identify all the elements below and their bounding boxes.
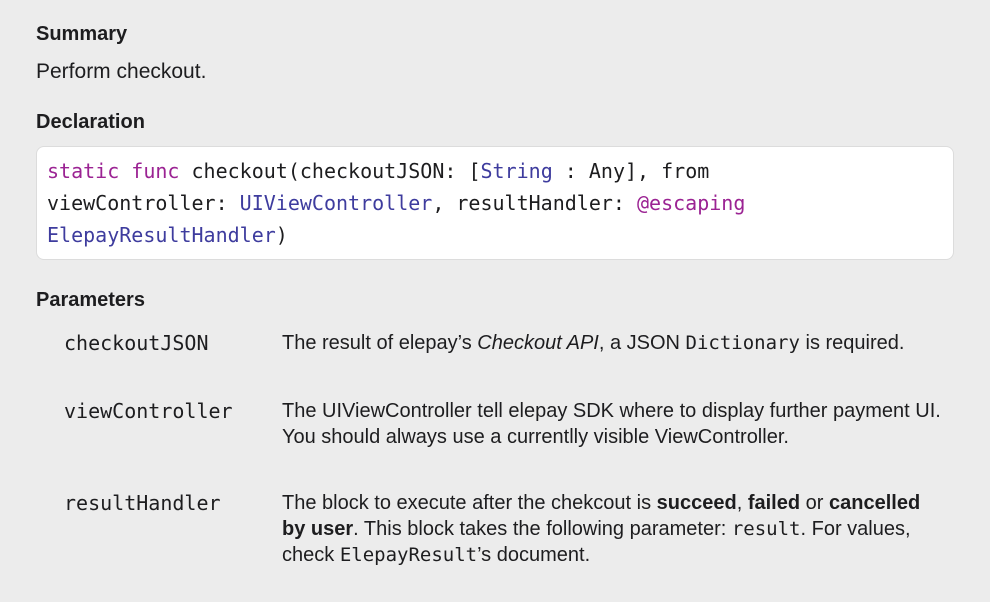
type-uiviewcontroller[interactable]: UIViewController — [239, 191, 433, 215]
param-desc-text: The result of elepay’s — [282, 332, 478, 354]
param-desc-viewcontroller: The UIViewController tell elepay SDK whe… — [282, 400, 941, 448]
param-name-viewcontroller: viewController — [64, 399, 233, 423]
attribute-escaping: @escaping — [637, 191, 746, 215]
param-desc-text: ’s document. — [477, 544, 591, 566]
param-desc-resulthandler: The block to execute after the chekcout … — [282, 490, 942, 568]
summary-heading: Summary — [36, 23, 128, 45]
summary-text: Perform checkout. — [36, 60, 207, 83]
function-signature-start: checkout(checkoutJSON: [ — [191, 159, 481, 183]
declaration-code-block[interactable]: static func checkout(checkoutJSON: [Stri… — [36, 146, 954, 260]
cancelled-by-user-bold: cancelled by user — [282, 492, 921, 540]
param-name-checkoutjson: checkoutJSON — [64, 331, 209, 355]
dictionary-code: Dictionary — [685, 332, 800, 354]
failed-bold: failed — [747, 492, 801, 514]
elepayresult-code: ElepayResult — [339, 544, 478, 566]
succeed-bold: succeed — [656, 492, 737, 514]
param-label-resulthandler: , resultHandler: — [432, 191, 638, 215]
param-desc-text: is required. — [799, 332, 905, 354]
param-name-resulthandler: resultHandler — [64, 491, 221, 515]
declaration-heading: Declaration — [36, 111, 145, 133]
keyword-static: static — [47, 159, 120, 183]
type-elepayresulthandler[interactable]: ElepayResultHandler — [47, 223, 276, 247]
param-desc-text: or — [800, 492, 829, 514]
checkout-api-emphasis: Checkout API — [477, 332, 599, 354]
param-desc-text: . This block takes the following paramet… — [353, 518, 732, 540]
param-desc-text: , a JSON — [598, 332, 686, 354]
param-desc-text: . For values, check — [282, 518, 911, 566]
signature-close: ) — [275, 223, 288, 247]
parameters-heading: Parameters — [36, 289, 145, 311]
param-desc-text: , — [736, 492, 748, 514]
param-label-viewcontroller: viewController: — [47, 191, 240, 215]
type-string[interactable]: String — [480, 159, 553, 183]
param-desc-checkoutjson: The result of elepay’s Checkout API, a J… — [282, 330, 942, 356]
keyword-func: func — [131, 159, 180, 183]
param-desc-text: The block to execute after the chekcout … — [282, 492, 657, 514]
result-code: result — [731, 518, 801, 540]
signature-any-from: : Any], from — [552, 159, 710, 183]
